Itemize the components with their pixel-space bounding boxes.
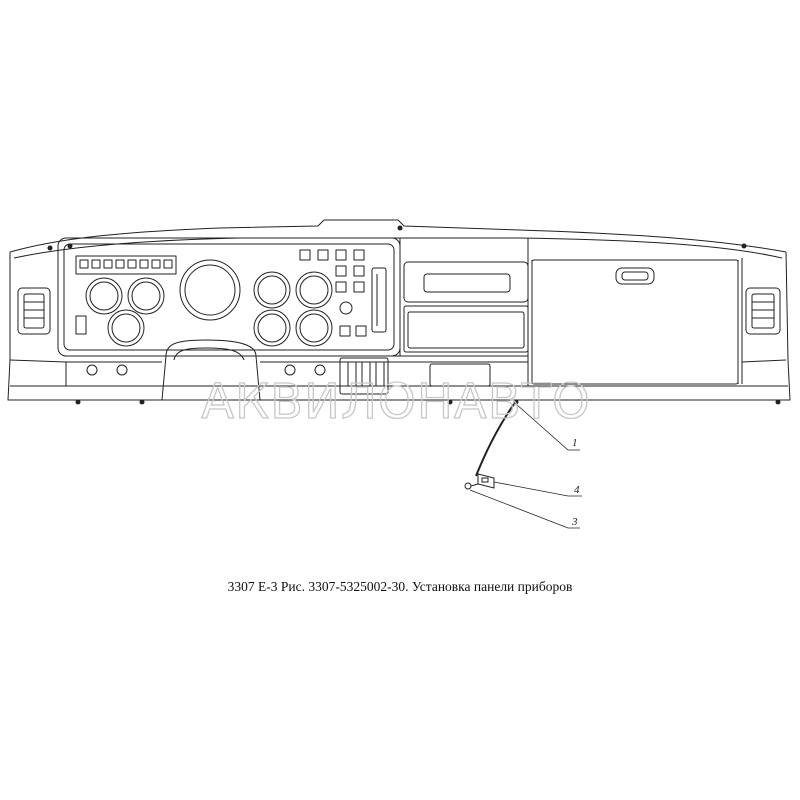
speedometer xyxy=(179,259,241,321)
callout-3: 3 xyxy=(571,516,578,528)
cluster-right-display xyxy=(371,267,387,333)
fastener-detail xyxy=(464,403,515,490)
radio-slot xyxy=(423,273,511,293)
right-air-vent-frame xyxy=(745,287,781,335)
radio-slot-frame xyxy=(403,261,529,303)
lower-switch-block xyxy=(339,357,389,395)
steering-column-inner xyxy=(173,347,245,361)
console-divider xyxy=(260,238,529,386)
watermark-text: АКВИЛОНАВТО xyxy=(201,374,591,430)
figure-caption: 3307 Е-3 Рис. 3307-5325002-30. Установка… xyxy=(227,579,573,594)
cluster-switch-grid xyxy=(299,249,367,337)
right-air-vent-slats xyxy=(752,301,774,319)
lower-round-lens-4 xyxy=(314,364,326,376)
warning-lamps xyxy=(79,259,173,269)
callout-4: 4 xyxy=(574,484,580,496)
callout-leaders xyxy=(469,403,582,529)
left-air-vent-grille xyxy=(23,293,45,329)
gauge-1 xyxy=(85,277,123,315)
panel-body-outline xyxy=(7,251,791,401)
speedometer-inner xyxy=(184,264,236,316)
lower-round-lens-3 xyxy=(284,364,296,376)
callout-leader-1 xyxy=(515,403,580,451)
cluster-left-indicator xyxy=(75,315,87,335)
gauge-4 xyxy=(253,271,291,309)
gauge-3-inner xyxy=(111,313,141,343)
callout-leader-4 xyxy=(493,481,582,497)
clip-bracket xyxy=(477,473,495,489)
instrument-panel xyxy=(7,219,791,405)
gauge-2-inner xyxy=(131,281,161,311)
callout-leader-3 xyxy=(469,489,580,529)
gauge-3 xyxy=(107,309,145,347)
lower-round-lens-2 xyxy=(116,364,128,376)
glove-box-door xyxy=(531,259,739,385)
fastener-leader-curve xyxy=(475,403,515,477)
left-air-vent-frame xyxy=(17,287,51,335)
warning-lamp-strip xyxy=(75,255,177,275)
gauge-1-inner xyxy=(89,281,119,311)
right-air-vent-grille xyxy=(751,293,775,329)
gauge-7 xyxy=(295,309,333,347)
screw-head xyxy=(464,482,472,490)
gauge-7-inner xyxy=(299,313,329,343)
gauge-6 xyxy=(253,309,291,347)
glove-box-latch-inner xyxy=(621,271,649,281)
gauge-6-inner xyxy=(257,313,287,343)
screw-shank xyxy=(470,483,479,487)
glove-box-latch xyxy=(615,267,655,285)
gauge-4-inner xyxy=(257,275,287,305)
callout-1: 1 xyxy=(572,437,578,449)
panel-top-inner-edge xyxy=(13,237,783,259)
lower-round-lens-1 xyxy=(86,364,98,376)
lower-trim xyxy=(65,361,528,386)
fixing-screws xyxy=(47,225,781,405)
panel-top-edge xyxy=(9,219,787,253)
panel-lower-lip xyxy=(9,359,788,387)
steering-column xyxy=(161,339,261,401)
left-air-vent-slats xyxy=(24,301,44,319)
clip-bracket-hole xyxy=(481,477,489,483)
heater-panel xyxy=(407,311,525,349)
gauge-5 xyxy=(295,271,333,309)
gauge-5-inner xyxy=(299,275,329,305)
heater-panel-frame xyxy=(403,305,529,353)
ashtray xyxy=(429,363,491,387)
gauge-2 xyxy=(127,277,165,315)
glove-box-edge xyxy=(531,260,739,384)
